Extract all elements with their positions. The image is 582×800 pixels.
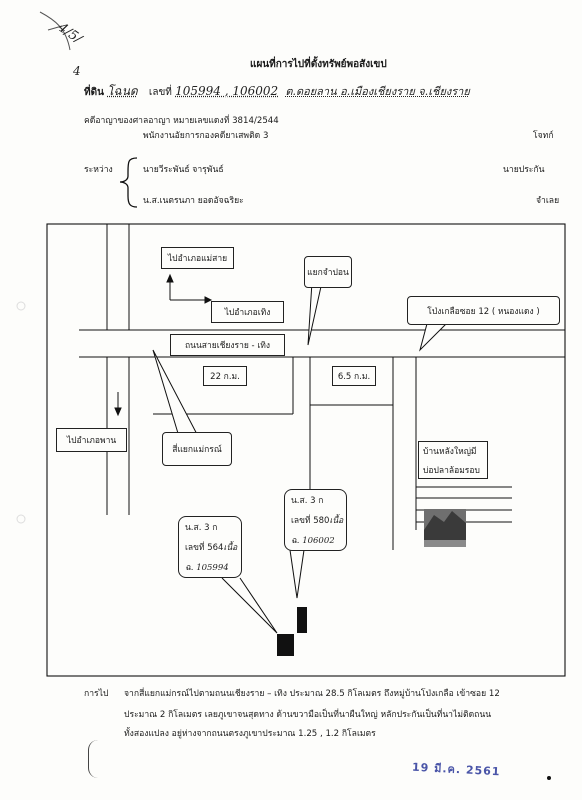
party-name-plaintiff: พนักงานอัยการกองคดียาเสพติด 3 <box>143 131 269 141</box>
directions-label: การไป <box>84 689 109 699</box>
label-road: ถนนสายเชียงราย - เทิง <box>170 334 285 356</box>
party-name-defendant: น.ส.เนตรนภา ยอดอัจฉริยะ <box>143 196 244 206</box>
label-pong-kluea: โป่งเกลือซอย 12 ( หนองแดง ) <box>407 296 560 325</box>
directions-line-2: ประมาณ 2 กิโลเมตร เลยภูเขาจนสุดทาง ด้านข… <box>124 710 492 720</box>
label-phan: ไปอำเภอพาน <box>56 428 127 452</box>
village-line-1: บ้านหลังใหญ่มี <box>423 446 477 457</box>
brace <box>119 157 138 208</box>
callout-pointers <box>152 281 451 634</box>
map-frame <box>46 223 566 677</box>
label-junction-mae-korn: สี่แยกแม่กรณ์ <box>162 432 232 466</box>
plot-a-line-2: เลขที่ 564เนื้อ <box>185 543 238 553</box>
plot-a-deed: ฉ. 105994 <box>185 563 229 573</box>
callout-plot-b: น.ส. 3 ก เลขที่ 580เนื้อ ฉ. 106002 <box>284 489 347 551</box>
deed-type: โฉนด <box>107 84 138 98</box>
plot-b-marker <box>297 607 307 633</box>
callout-plot-a: น.ส. 3 ก เลขที่ 564เนื้อ ฉ. 105994 <box>178 516 242 578</box>
plot-b-deed: ฉ. 106002 <box>291 536 335 546</box>
margin-bracket <box>88 740 99 778</box>
corner-mark: 4 <box>73 64 81 78</box>
label-village: บ้านหลังใหญ่มี บ่อปลาล้อมรอบ <box>418 441 488 479</box>
binder-hole <box>16 514 26 524</box>
plot-a-marker <box>277 634 294 656</box>
party-role-plaintiff: โจทก์ <box>533 131 554 141</box>
corner-scribble <box>39 11 71 51</box>
party-name-guarantor: นายวีระพันธ์ จารุพันธ์ <box>143 165 224 175</box>
binder-hole <box>16 301 26 311</box>
label-distance-6-5km: 6.5 ก.ม. <box>332 366 376 386</box>
between-label: ระหว่าง <box>84 165 113 175</box>
arrows <box>114 273 213 417</box>
plot-b-line-2: เลขที่ 580เนื้อ <box>291 516 344 526</box>
directions-line-3: ทั้งสองแปลง อยู่ห่างจากถนนตรงภูเขาประมาณ… <box>124 729 376 739</box>
label-distance-22km: 22 ก.ม. <box>203 366 247 386</box>
label-junction-jampon: แยกจำปอน <box>304 256 352 288</box>
deed-numbers: 105994 , 106002 <box>175 84 279 98</box>
page-title: แผนที่การไปที่ตั้งทรัพย์พอสังเขป <box>250 59 387 70</box>
deed-location: ต.ดอยลาน อ.เมืองเชียงราย จ.เชียงราย <box>285 85 470 98</box>
party-role-guarantor: นายประกัน <box>503 165 545 175</box>
landscape-photo <box>424 509 466 547</box>
label-mae-sai: ไปอำเภอแม่สาย <box>161 247 234 269</box>
village-line-2: บ่อปลาล้อมรอบ <box>423 465 480 476</box>
party-role-defendant: จำเลย <box>536 196 560 206</box>
dot-mark <box>547 776 551 780</box>
case-line: คดีอาญาของศาลอาญา หมายเลขแดงที่ 3814/254… <box>84 116 279 126</box>
directions-line-1: จากสี่แยกแม่กรณ์ไปตามถนนเชียงราย – เทิง … <box>124 689 500 699</box>
label-thoeng: ไปอำเภอเทิง <box>211 301 284 323</box>
plot-b-line-1: น.ส. 3 ก <box>291 496 324 506</box>
plot-a-line-1: น.ส. 3 ก <box>185 523 218 533</box>
deed-number-label: เลขที่ <box>148 87 172 98</box>
deed-line: ที่ดิน โฉนด เลขที่ 105994 , 106002 ต.ดอย… <box>84 82 470 101</box>
deed-prefix: ที่ดิน <box>84 87 104 98</box>
